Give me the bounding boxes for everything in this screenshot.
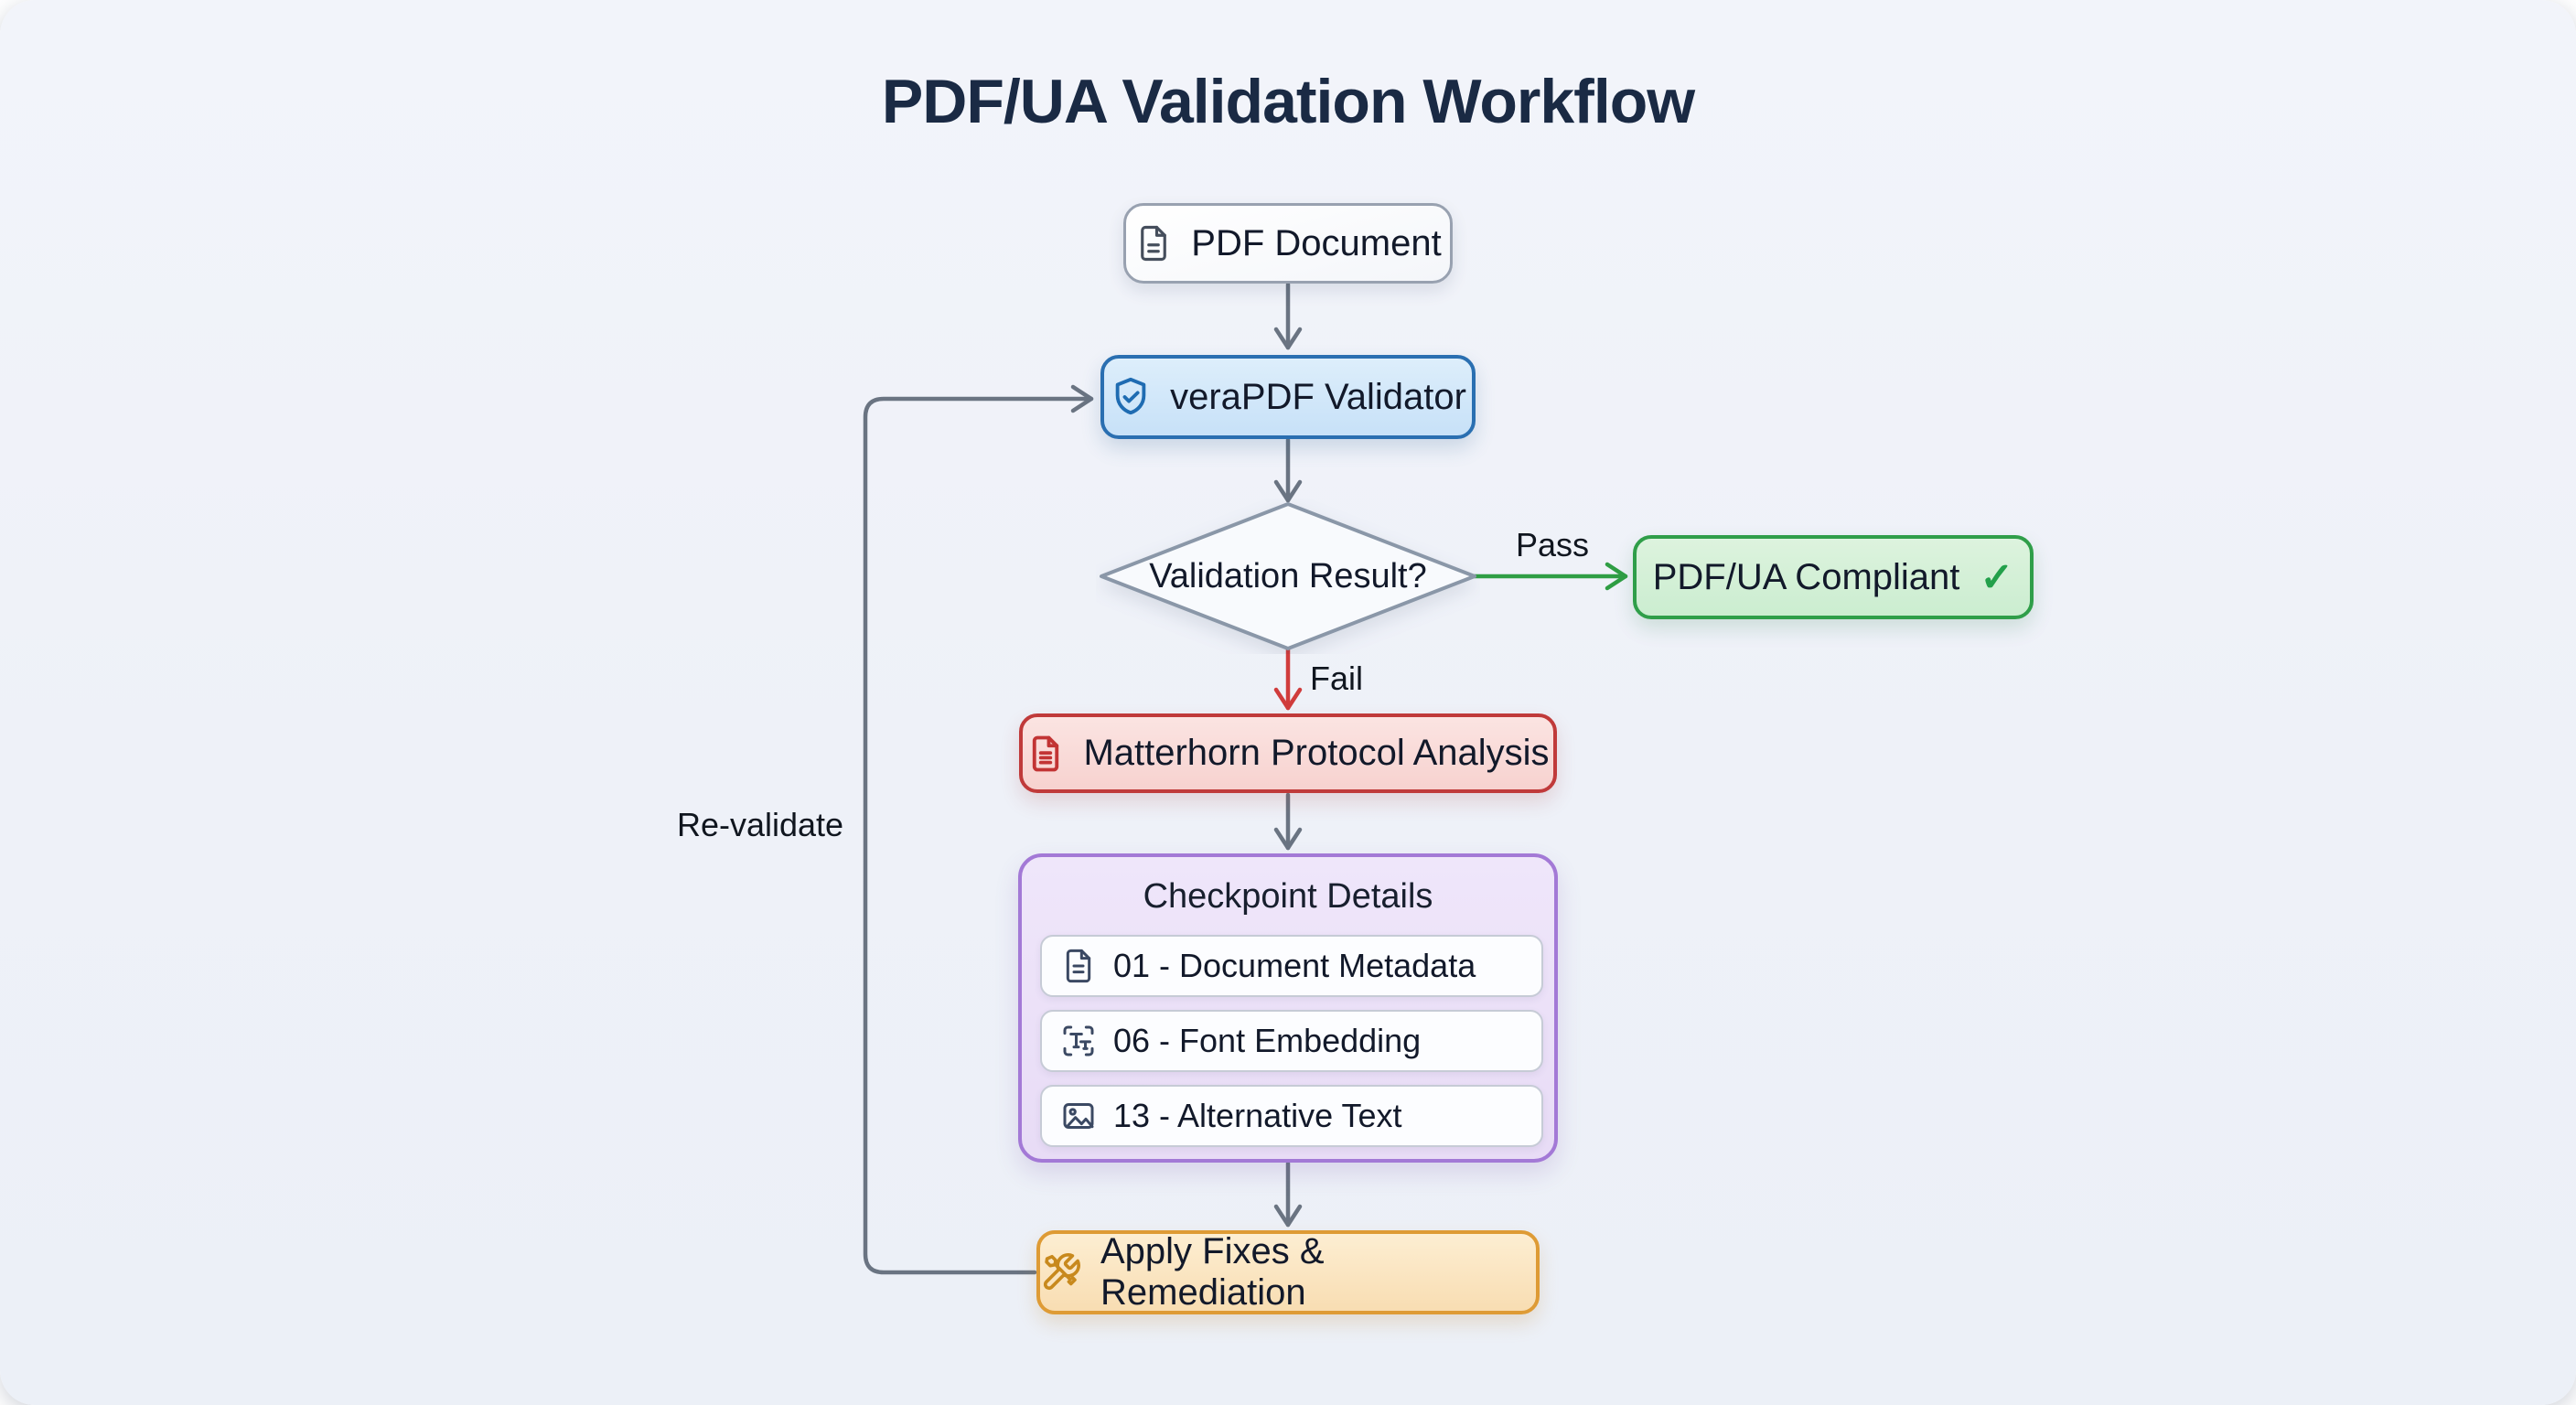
checkpoint-item: 06 - Font Embedding [1040, 1010, 1543, 1072]
tools-icon [1040, 1251, 1082, 1293]
checkpoint-item-label: 06 - Font Embedding [1113, 1022, 1422, 1059]
node-matterhorn-analysis: Matterhorn Protocol Analysis [1019, 713, 1557, 793]
edge-label-pass: Pass [1515, 526, 1590, 563]
node-apply-fixes: Apply Fixes & Remediation [1036, 1230, 1540, 1314]
node-validation-result: Validation Result? [1096, 499, 1480, 654]
node-label: Matterhorn Protocol Analysis [1083, 733, 1550, 773]
edge-label-fail: Fail [1310, 660, 1364, 697]
node-label: Validation Result? [1149, 556, 1427, 595]
node-label: PDF Document [1191, 222, 1442, 263]
node-label: Apply Fixes & Remediation [1100, 1231, 1325, 1313]
node-checkpoint-details: Checkpoint Details 01 - Document Metadat… [1018, 853, 1558, 1163]
checkpoint-details-title: Checkpoint Details [1143, 877, 1433, 916]
checkpoint-item-label: 13 - Alternative Text [1113, 1097, 1402, 1134]
document-icon [1134, 224, 1173, 263]
check-icon: ✓ [1980, 554, 2014, 600]
checkpoint-item-label: 01 - Document Metadata [1113, 947, 1476, 984]
font-type-icon [1060, 1023, 1097, 1059]
edge-label-revalidate: Re-validate [676, 806, 844, 843]
node-label: PDF/UA Compliant [1652, 556, 1960, 597]
shield-check-icon [1110, 376, 1152, 418]
node-label: veraPDF Validator [1170, 376, 1466, 417]
document-metadata-icon [1060, 948, 1097, 984]
report-document-icon [1026, 735, 1065, 773]
decision-diamond-shape [1100, 502, 1476, 650]
node-pdfua-compliant: PDF/UA Compliant ✓ [1633, 535, 2034, 619]
checkpoint-item: 13 - Alternative Text [1040, 1085, 1543, 1147]
checkpoint-item: 01 - Document Metadata [1040, 935, 1543, 997]
image-icon [1060, 1098, 1097, 1134]
node-verapdf-validator: veraPDF Validator [1100, 355, 1476, 439]
node-pdf-document: PDF Document [1123, 203, 1453, 284]
page-title: PDF/UA Validation Workflow [881, 67, 1695, 136]
